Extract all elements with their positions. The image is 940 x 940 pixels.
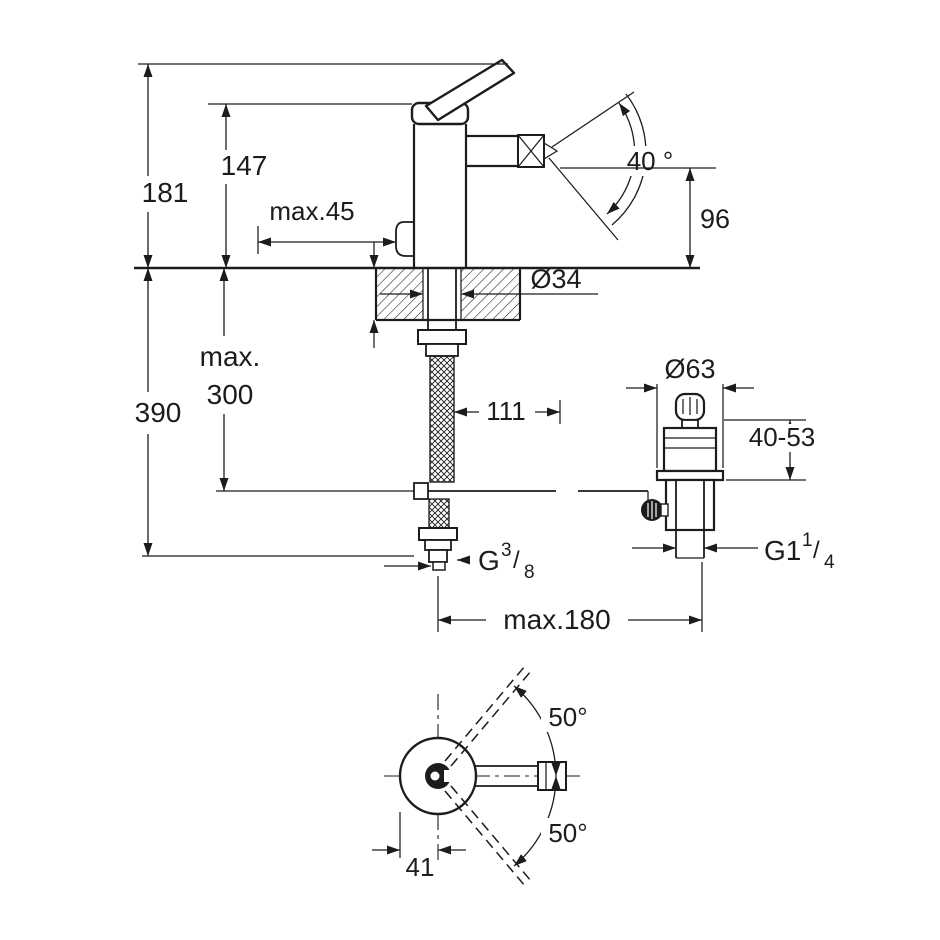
- g38-slash: /: [513, 547, 520, 574]
- label-thread-g114: G1 1 / 4: [764, 530, 835, 573]
- label-thread-g38: G 3 / 8: [478, 540, 535, 583]
- g114-base: G1: [764, 535, 801, 566]
- g38-sub: 8: [524, 562, 535, 583]
- label-dim-111: 111: [486, 396, 526, 426]
- label-dim-max180: max.180: [503, 604, 610, 635]
- g114-sup: 1: [802, 530, 813, 551]
- flex-hose-lower: [428, 498, 450, 530]
- g114-slash: /: [813, 537, 820, 564]
- label-dim-max-value: 300: [207, 379, 254, 410]
- pull-rod-hook: [395, 221, 414, 257]
- drain-lower-body: [664, 478, 716, 532]
- label-range-40-53: 40-53: [749, 422, 816, 452]
- label-dim-41: 41: [406, 852, 435, 882]
- hose-nut: [418, 527, 458, 541]
- g114-sub: 4: [824, 552, 835, 573]
- label-dia-34: Ø34: [530, 264, 581, 294]
- label-dim-147: 147: [221, 150, 268, 181]
- label-dia-63: Ø63: [664, 354, 715, 384]
- g38-sup: 3: [501, 540, 512, 561]
- drain-neck: [681, 419, 699, 429]
- lever-lower-position: [450, 785, 532, 882]
- label-dim-max-word: max.: [200, 341, 261, 372]
- label-dim-max45: max.45: [269, 196, 354, 226]
- rod-clamp: [413, 482, 429, 500]
- label-dim-96: 96: [700, 204, 730, 234]
- lever-upper-position: [450, 670, 532, 767]
- drain-assembly: [641, 392, 725, 559]
- drain-flange: [655, 469, 725, 482]
- hose-thread-tip: [432, 561, 446, 571]
- label-dim-181: 181: [142, 177, 189, 208]
- dimension-annotations: 181 147 max.45 40 ° 96 390 max. 300: [135, 63, 835, 635]
- drain-upper-body: [662, 426, 718, 473]
- label-angle-upper-50: 50°: [548, 702, 587, 732]
- front-view-faucet: [134, 58, 700, 571]
- lever-handle: [424, 58, 516, 122]
- hose-adapter: [425, 343, 459, 357]
- label-angle-40: 40 °: [627, 146, 674, 176]
- label-dim-390: 390: [135, 397, 182, 428]
- spray-tip: [543, 142, 559, 160]
- aerator-plan: [537, 761, 567, 791]
- g38-base: G: [478, 545, 500, 576]
- label-angle-lower-50: 50°: [548, 818, 587, 848]
- flex-hose-upper: [429, 355, 455, 483]
- mounting-nut: [417, 329, 467, 345]
- bottom-plan-view: 50° 50° 41: [372, 665, 595, 887]
